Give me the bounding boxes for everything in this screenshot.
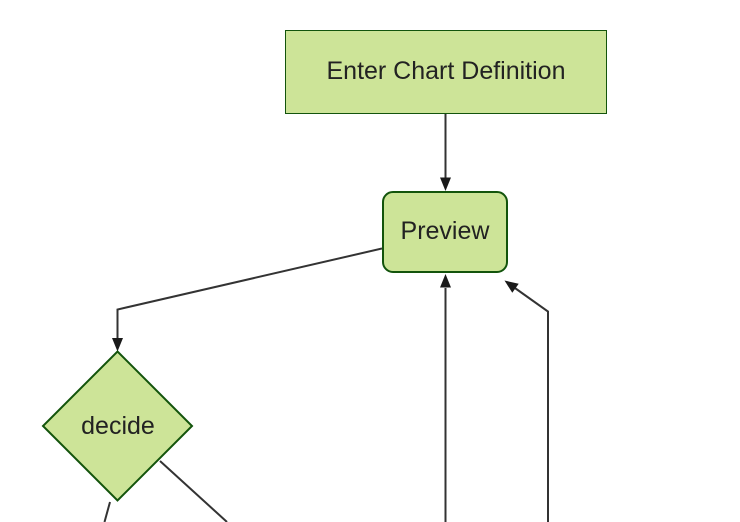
edge-decide-offscreen-right bbox=[159, 460, 228, 522]
arrowhead-up-into-preview-bottom bbox=[440, 274, 451, 288]
node-preview: Preview bbox=[382, 191, 508, 273]
node-decide: decide bbox=[48, 410, 188, 442]
arrowhead-down-into-preview-top bbox=[440, 177, 451, 191]
arrowhead-upleft-into-preview-corner bbox=[504, 280, 519, 293]
edge-preview-decide bbox=[116, 247, 383, 339]
arrowhead-down-into-decide-top bbox=[112, 338, 123, 352]
node-enter-chart-definition-label: Enter Chart Definition bbox=[326, 57, 566, 86]
node-preview-label: Preview bbox=[400, 217, 490, 246]
edge-offscreen-preview-diagonal bbox=[512, 286, 549, 522]
node-enter-chart-definition: Enter Chart Definition bbox=[285, 30, 607, 114]
edge-decide-offscreen-left bbox=[103, 501, 111, 522]
node-decide-shape bbox=[41, 350, 194, 502]
node-decide-label: decide bbox=[81, 411, 155, 440]
